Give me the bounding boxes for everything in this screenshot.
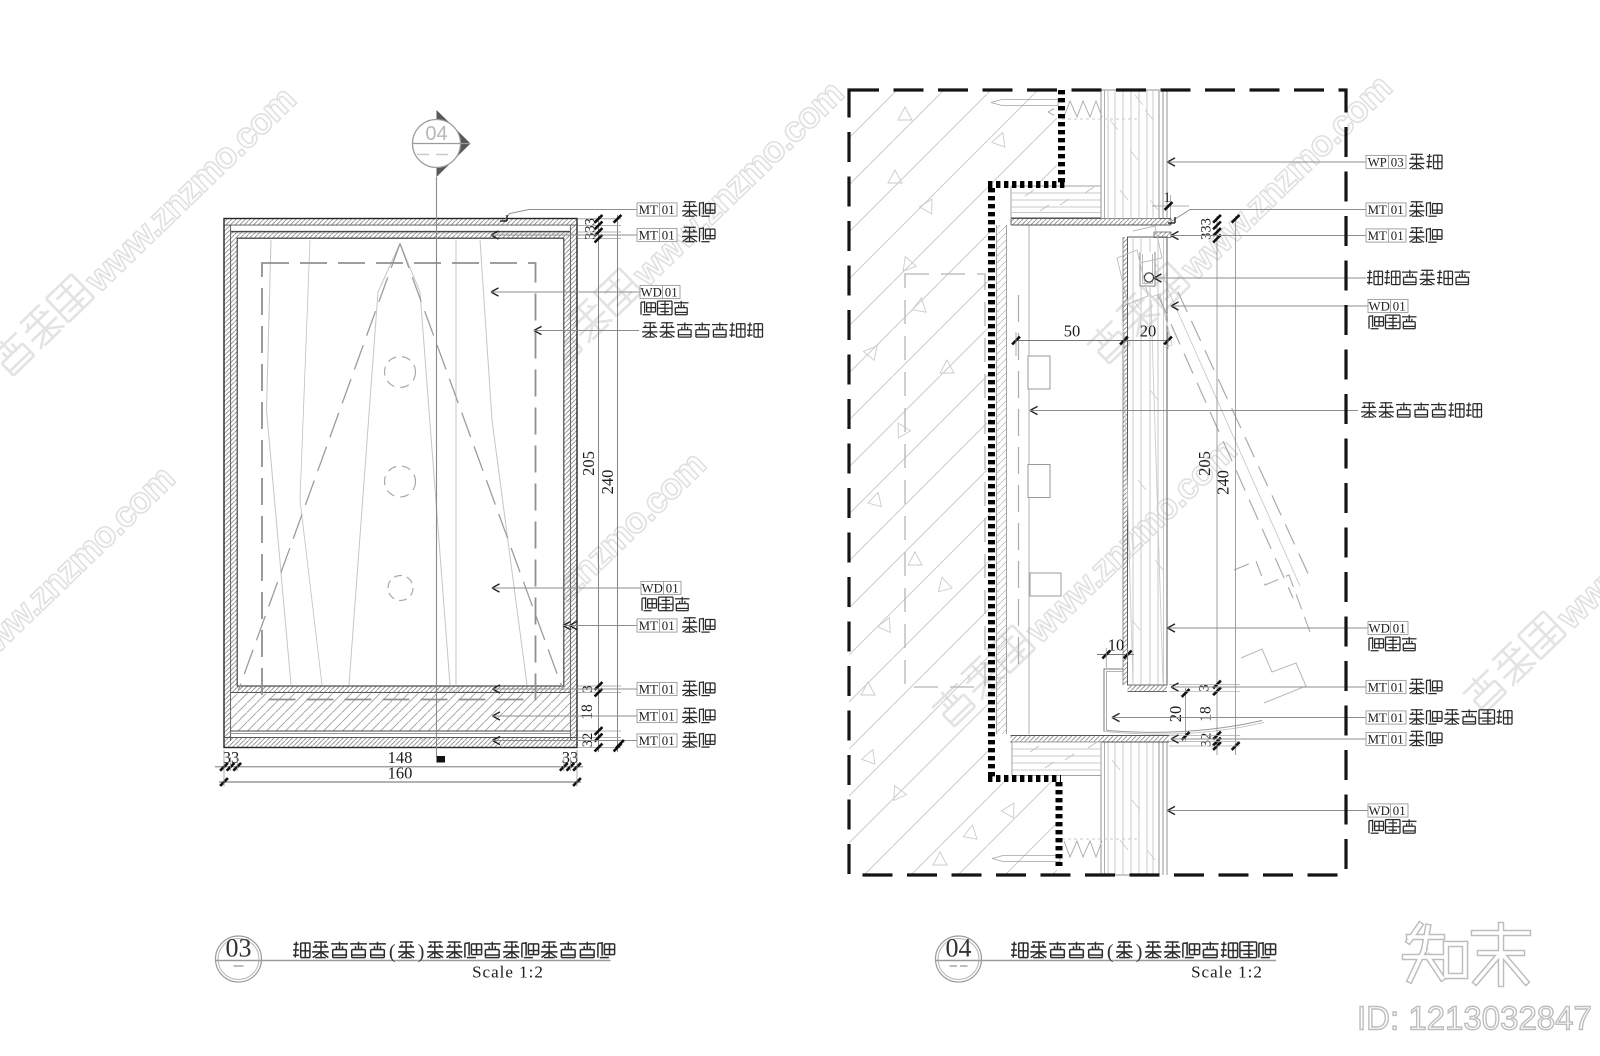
svg-text:01: 01 <box>1393 621 1406 635</box>
svg-text:205: 205 <box>1195 451 1214 476</box>
svg-text:205: 205 <box>579 451 598 476</box>
svg-text:ID: 1213032847: ID: 1213032847 <box>1357 1000 1592 1037</box>
svg-text:WD: WD <box>1369 804 1390 818</box>
svg-text:WP: WP <box>1368 155 1387 169</box>
svg-text:03: 03 <box>226 934 252 963</box>
svg-text:32: 32 <box>1199 733 1215 748</box>
svg-text:3: 3 <box>1197 684 1213 691</box>
svg-text:32: 32 <box>580 733 596 748</box>
svg-text:01: 01 <box>665 285 678 299</box>
svg-text:MT: MT <box>1368 711 1387 725</box>
svg-text:WD: WD <box>1369 621 1390 635</box>
svg-text:04: 04 <box>946 934 972 963</box>
svg-text:240: 240 <box>598 470 617 495</box>
svg-text:(: ( <box>389 941 396 963</box>
svg-text:1: 1 <box>1163 190 1171 206</box>
svg-text:240: 240 <box>1214 470 1233 495</box>
svg-text:01: 01 <box>1391 732 1404 746</box>
svg-text:333: 333 <box>583 218 599 240</box>
svg-text:50: 50 <box>1064 322 1081 341</box>
svg-text:10: 10 <box>1108 636 1125 655</box>
svg-text:WD: WD <box>642 581 663 595</box>
svg-text:MT: MT <box>639 682 658 696</box>
svg-text:MT: MT <box>639 734 658 748</box>
svg-text:MT: MT <box>639 203 658 217</box>
svg-text:18: 18 <box>579 704 596 720</box>
svg-text:18: 18 <box>1198 706 1215 722</box>
svg-text:01: 01 <box>1391 229 1404 243</box>
svg-text:01: 01 <box>662 682 675 696</box>
svg-text:20: 20 <box>1140 322 1157 341</box>
svg-text:MT: MT <box>639 619 658 633</box>
svg-text:): ) <box>1136 941 1143 963</box>
svg-text:04: 04 <box>425 123 447 145</box>
svg-text:01: 01 <box>662 203 675 217</box>
svg-text:(: ( <box>1107 941 1114 963</box>
svg-text:01: 01 <box>1391 711 1404 725</box>
svg-text:WD: WD <box>641 285 662 299</box>
svg-text:01: 01 <box>666 581 679 595</box>
svg-text:333: 333 <box>1199 218 1215 240</box>
svg-text:148: 148 <box>388 748 413 767</box>
svg-text:MT: MT <box>1368 680 1387 694</box>
svg-text:Scale 1:2: Scale 1:2 <box>472 963 544 982</box>
svg-text:MT: MT <box>1368 229 1387 243</box>
svg-text:01: 01 <box>1391 680 1404 694</box>
svg-text:01: 01 <box>662 228 675 242</box>
svg-text:03: 03 <box>1391 155 1404 169</box>
svg-text:01: 01 <box>662 619 675 633</box>
svg-text:01: 01 <box>1391 203 1404 217</box>
svg-text:WD: WD <box>1369 299 1390 313</box>
svg-text:MT: MT <box>639 709 658 723</box>
svg-text:01: 01 <box>1393 299 1406 313</box>
svg-text:MT: MT <box>1368 203 1387 217</box>
svg-text:MT: MT <box>1368 732 1387 746</box>
svg-text:20: 20 <box>1166 706 1185 723</box>
svg-text:Scale 1:2: Scale 1:2 <box>1191 963 1263 982</box>
svg-text:01: 01 <box>1393 804 1406 818</box>
svg-text:160: 160 <box>388 764 413 783</box>
svg-text:01: 01 <box>662 734 675 748</box>
svg-text:): ) <box>418 941 425 963</box>
svg-text:MT: MT <box>639 228 658 242</box>
svg-text:01: 01 <box>662 709 675 723</box>
